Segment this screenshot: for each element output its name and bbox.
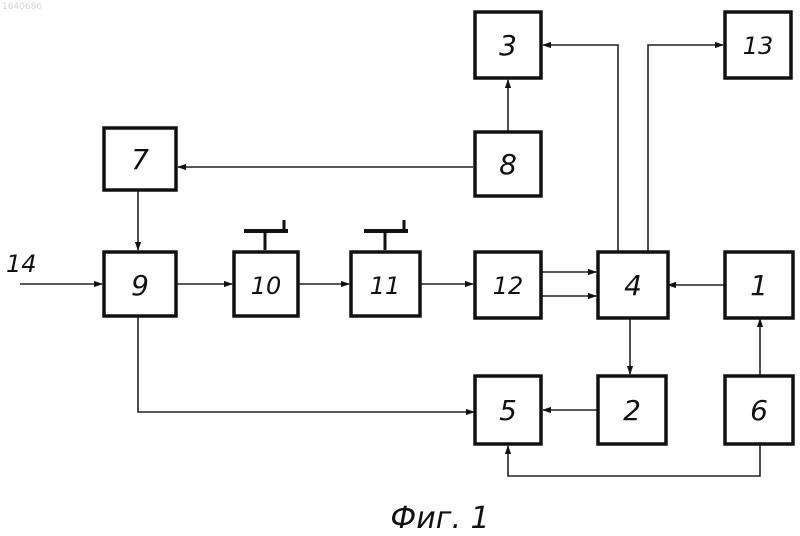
wire-6-to-5 bbox=[508, 444, 760, 476]
block-8: 8 bbox=[475, 132, 541, 196]
block-13-label: 13 bbox=[743, 32, 774, 60]
block-3-label: 3 bbox=[499, 29, 517, 62]
block-1: 1 bbox=[725, 252, 793, 318]
block-7-label: 7 bbox=[131, 143, 149, 176]
block-2: 2 bbox=[598, 376, 666, 444]
block-11-label: 11 bbox=[370, 272, 401, 300]
block-9-label: 9 bbox=[131, 269, 149, 302]
block-4-label: 4 bbox=[624, 269, 642, 302]
block-10: 10 bbox=[234, 252, 298, 316]
wire-4-to-3 bbox=[543, 45, 618, 252]
document-id: 1640686 bbox=[2, 2, 42, 12]
block-1-label: 1 bbox=[750, 269, 768, 302]
block-7: 7 bbox=[104, 128, 176, 190]
block-11: 11 bbox=[351, 252, 420, 316]
block-12-label: 12 bbox=[493, 272, 524, 300]
figure-caption: Фиг. 1 bbox=[390, 501, 489, 536]
block-9: 9 bbox=[104, 252, 176, 316]
block-10-label: 10 bbox=[251, 272, 282, 300]
block-5-label: 5 bbox=[499, 394, 517, 427]
block-13: 13 bbox=[725, 12, 791, 78]
block-2-label: 2 bbox=[623, 394, 641, 427]
block-6-label: 6 bbox=[750, 394, 768, 427]
block-8-label: 8 bbox=[499, 148, 517, 181]
block-11-handle bbox=[364, 220, 408, 250]
block-12: 12 bbox=[475, 252, 541, 318]
block-6: 6 bbox=[725, 376, 793, 444]
block-5: 5 bbox=[475, 376, 541, 444]
wire-4-to-13 bbox=[648, 45, 723, 252]
wire-9-to-5 bbox=[138, 316, 474, 412]
input-label-14: 14 bbox=[6, 250, 37, 278]
block-4: 4 bbox=[598, 252, 668, 318]
block-10-handle bbox=[244, 220, 288, 250]
block-3: 3 bbox=[475, 12, 541, 78]
